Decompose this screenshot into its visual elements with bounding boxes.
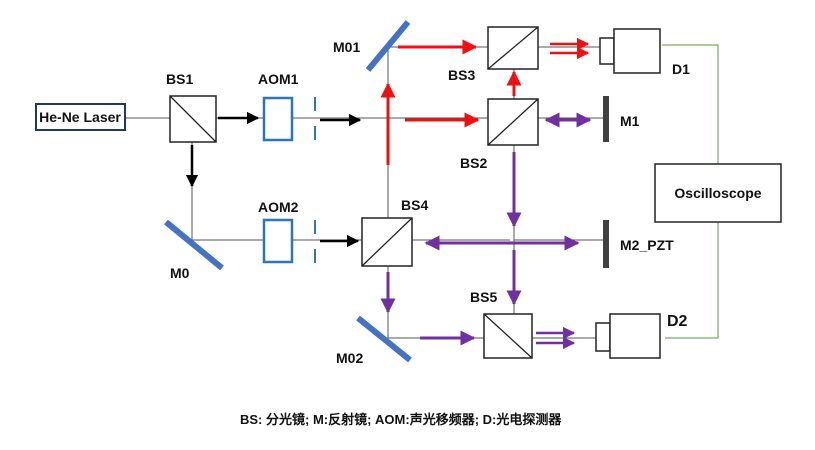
signal-wires (662, 44, 719, 339)
aom2-box (262, 218, 294, 264)
oscilloscope-label: Oscilloscope (674, 185, 761, 201)
m2-label: M2_PZT (620, 237, 674, 253)
beam-splitter-bs2 (487, 98, 539, 146)
beam-splitter-bs1 (169, 95, 217, 143)
bs3-label: BS3 (448, 67, 475, 83)
mirror-m02 (356, 315, 412, 363)
m1-label: M1 (620, 113, 640, 129)
legend-caption: BS: 分光镜; M:反射镜; AOM:声光移频器; D:光电探测器 (240, 412, 562, 427)
mirror-m1 (603, 96, 609, 142)
aom2-label: AOM2 (258, 199, 299, 215)
laser-box (35, 103, 126, 131)
beam-splitter-bs4 (361, 217, 413, 267)
d2-label: D2 (667, 313, 688, 330)
aom1-box (262, 96, 294, 142)
beam-splitter-bs3 (487, 26, 539, 70)
d1-label: D1 (672, 61, 690, 77)
bs1-label: BS1 (166, 71, 193, 87)
mirror-m01 (365, 20, 411, 72)
mirror-m2-pzt (603, 220, 609, 268)
bs4-label: BS4 (401, 197, 428, 213)
m02-label: M02 (336, 350, 363, 366)
bs5-label: BS5 (470, 289, 497, 305)
m0-label: M0 (170, 265, 190, 281)
laser-label: He-Ne Laser (39, 109, 121, 125)
beam-splitter-bs5 (483, 313, 533, 359)
oscilloscope-box (654, 163, 782, 223)
m01-label: M01 (333, 39, 360, 55)
detector-d2 (595, 313, 661, 359)
thin-beam-paths (125, 46, 605, 339)
aom1-label: AOM1 (258, 71, 299, 87)
detector-d1 (599, 28, 661, 74)
bs2-label: BS2 (460, 155, 487, 171)
mirror-m0 (164, 219, 224, 271)
